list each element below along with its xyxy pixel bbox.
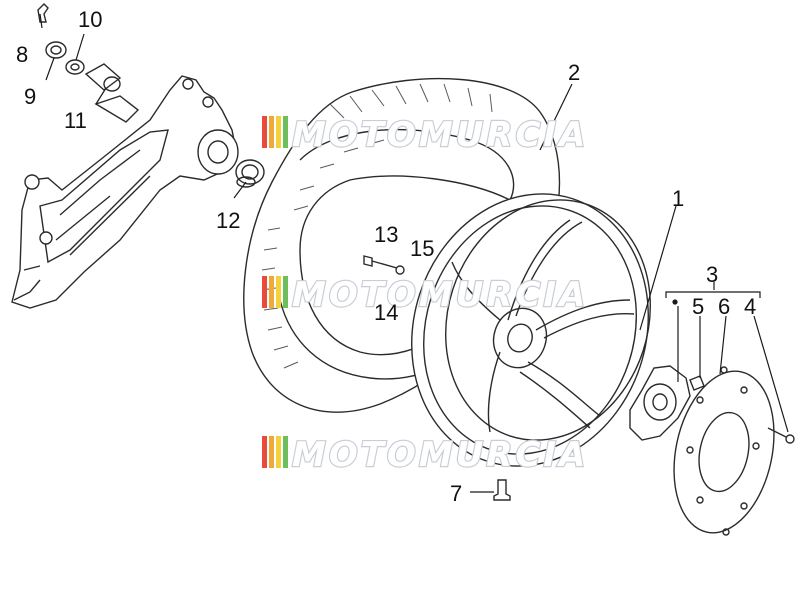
- callout-15: 15: [410, 236, 434, 261]
- watermark-text: MOTOMURCIA: [292, 435, 588, 475]
- part-8-clip: [37, 3, 49, 23]
- callout-2: 2: [568, 60, 580, 85]
- part-11-bushing: [84, 63, 122, 92]
- callout-7: 7: [450, 481, 462, 506]
- part-15-washer: [395, 265, 405, 275]
- watermark-middle: MOTOMURCIA: [262, 274, 588, 316]
- stripe-orange: [269, 436, 274, 468]
- watermark-text: MOTOMURCIA: [292, 275, 588, 315]
- stripe-red: [262, 116, 267, 148]
- stripe-yellow: [276, 116, 281, 148]
- callout-9: 9: [24, 84, 36, 109]
- callout-1: 1: [672, 186, 684, 211]
- part-12-seal: [235, 159, 265, 188]
- stripe-orange: [269, 276, 274, 308]
- leader-lines: [39, 13, 789, 493]
- watermark-top: MOTOMURCIA: [262, 114, 588, 156]
- callout-10: 10: [78, 7, 102, 32]
- callout-14: 14: [374, 300, 398, 325]
- part-6-brake-disc: [673, 366, 775, 536]
- callout-11: 11: [64, 108, 87, 133]
- stripe-green: [283, 276, 288, 308]
- stripe-yellow: [276, 436, 281, 468]
- stripe-green: [283, 436, 288, 468]
- part-5-bolt: [689, 375, 705, 391]
- watermark-bottom: MOTOMURCIA: [262, 434, 588, 476]
- callout-8: 8: [16, 42, 28, 67]
- stripe-orange: [269, 116, 274, 148]
- stripe-red: [262, 276, 267, 308]
- part-10-washer: [65, 59, 85, 75]
- stripe-yellow: [276, 276, 281, 308]
- part-1-wheel-rim: [411, 193, 652, 467]
- part-7-valve: [493, 479, 511, 501]
- bracket-dot: [672, 299, 678, 305]
- watermark-text: MOTOMURCIA: [292, 115, 588, 155]
- callout-labels: 8 9 10 11 12 2 1 13 15 14 3 5 6 4 7: [16, 7, 756, 506]
- callout-13: 13: [374, 222, 398, 247]
- part-3-brake-hub: [629, 365, 691, 441]
- callout-5: 5: [692, 294, 704, 319]
- callout-3: 3: [706, 262, 718, 287]
- part-9-nut: [45, 41, 67, 59]
- swing-arm-bracket: [11, 75, 239, 309]
- part-4-disc-screw: [767, 427, 795, 444]
- callout-4: 4: [744, 294, 756, 319]
- stripe-green: [283, 116, 288, 148]
- callout-6: 6: [718, 294, 730, 319]
- callout-12: 12: [216, 208, 240, 233]
- stripe-red: [262, 436, 267, 468]
